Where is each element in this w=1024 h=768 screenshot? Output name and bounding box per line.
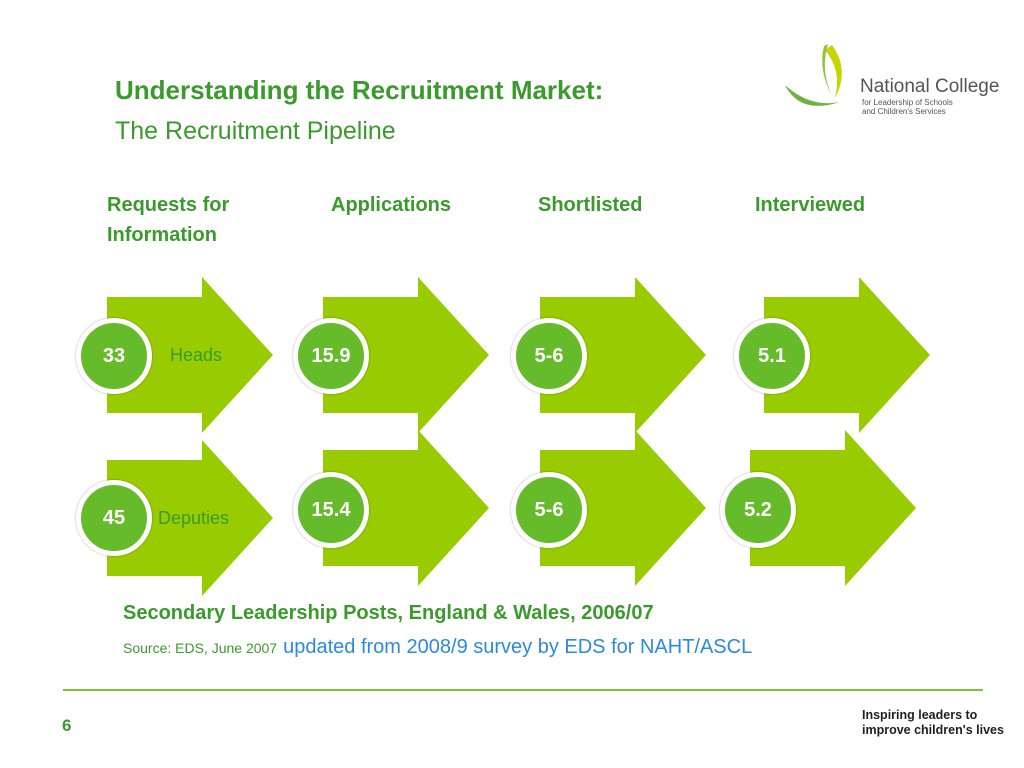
value-circle-deputies-applications: 15.4: [293, 472, 369, 548]
slide-title: Understanding the Recruitment Market:: [115, 75, 604, 105]
chart-caption: Secondary Leadership Posts, England & Wa…: [123, 602, 654, 624]
logo-subtitle: for Leadership of Schools and Children's…: [862, 98, 953, 116]
stage-header-interviewed: Interviewed: [755, 194, 866, 216]
value-circle-heads-applications: 15.9: [293, 318, 369, 394]
logo-subtitle-line-2: and Children's Services: [862, 107, 946, 116]
row-label-deputies: Deputies: [158, 508, 230, 528]
pipeline-arrow: [323, 277, 489, 433]
row-label-heads: Heads: [170, 345, 223, 365]
value-circle-deputies-shortlisted: 5-6: [511, 472, 587, 548]
pipeline-arrow: [107, 277, 273, 433]
pipeline-arrow: [323, 430, 489, 586]
national-college-logo-icon: [785, 44, 842, 106]
update-note: updated from 2008/9 survey by EDS for NA…: [283, 636, 753, 658]
value-circle-deputies-requests: 45: [76, 480, 152, 556]
value-circle-deputies-interviewed: 5.2: [720, 472, 796, 548]
stage-header-line-1: Requests for: [107, 194, 230, 216]
stage-header-requests: Requests for Information: [107, 190, 229, 250]
pipeline-arrow: [107, 440, 273, 596]
source-text: Source: EDS, June 2007: [123, 640, 278, 656]
pipeline-arrow: [750, 430, 916, 586]
stage-header-applications: Applications: [331, 194, 452, 216]
value-circle-heads-requests: 33: [76, 318, 152, 394]
pipeline-arrow: [764, 277, 930, 433]
tagline-line-2: improve children's lives: [862, 723, 1004, 737]
footer-divider: [63, 689, 983, 691]
stage-header-line-2: Information: [107, 224, 217, 246]
stage-header-shortlisted: Shortlisted: [538, 194, 643, 216]
pipeline-arrow: [540, 277, 706, 433]
pipeline-arrow: [540, 430, 706, 586]
logo-name: National College: [860, 76, 1000, 97]
page-number: 6: [62, 716, 72, 735]
slide-subtitle: The Recruitment Pipeline: [115, 117, 396, 145]
logo-subtitle-line-1: for Leadership of Schools: [862, 98, 953, 107]
source-line: Source: EDS, June 2007 updated from 2008/…: [123, 636, 752, 659]
value-circle-heads-shortlisted: 5-6: [511, 318, 587, 394]
footer-tagline: Inspiring leaders to improve children's …: [862, 708, 1004, 738]
value-circle-heads-interviewed: 5.1: [734, 318, 810, 394]
tagline-line-1: Inspiring leaders to: [862, 708, 978, 722]
